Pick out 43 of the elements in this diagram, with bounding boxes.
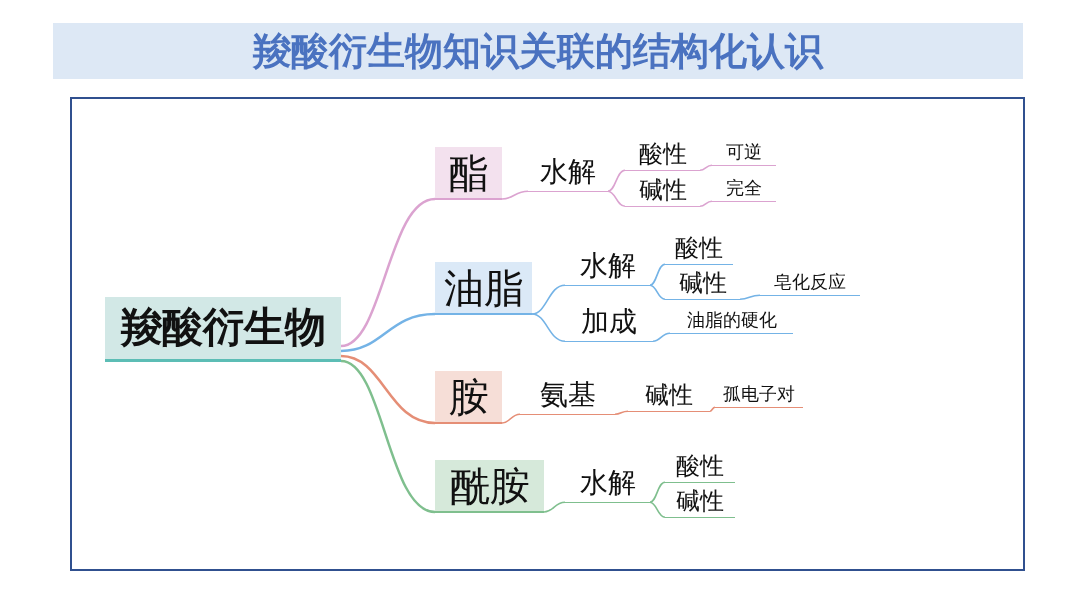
branch-connector bbox=[699, 164, 713, 171]
branch-connector bbox=[340, 312, 436, 353]
branch-label: 水解 bbox=[565, 467, 650, 503]
branch-connector bbox=[543, 501, 566, 513]
branch-label: 碱性 bbox=[665, 267, 740, 300]
branch-connector bbox=[340, 354, 436, 425]
branch-connector bbox=[340, 197, 436, 348]
branch-connector bbox=[649, 263, 666, 286]
branch-label: 酸性 bbox=[665, 232, 733, 265]
title-banner: 羧酸衍生物知识关联的结构化认识 bbox=[53, 23, 1023, 79]
branch-connector bbox=[649, 481, 666, 503]
branch-label: 酸性 bbox=[665, 450, 735, 483]
topic-box: 胺 bbox=[435, 371, 502, 424]
topic-box: 油脂 bbox=[435, 262, 532, 315]
branch-connector bbox=[699, 200, 713, 207]
branch-connector bbox=[340, 359, 436, 514]
branch-label: 水解 bbox=[565, 250, 650, 286]
branch-label: 皂化反应 bbox=[760, 272, 860, 296]
branch-connector bbox=[501, 413, 521, 424]
branch-connector bbox=[607, 169, 626, 192]
branch-connector bbox=[649, 501, 666, 518]
branch-connector bbox=[607, 190, 626, 207]
branch-label: 碱性 bbox=[625, 174, 700, 207]
branch-connector bbox=[709, 406, 716, 412]
branch-connector bbox=[531, 313, 566, 342]
branch-label: 油脂的硬化 bbox=[670, 310, 793, 334]
branch-connector bbox=[652, 332, 671, 342]
branch-connector bbox=[739, 294, 761, 300]
central-topic-box: 羧酸衍生物 bbox=[105, 297, 341, 362]
branch-label: 碱性 bbox=[665, 485, 735, 518]
branch-connector bbox=[501, 190, 529, 200]
branch-label: 可逆 bbox=[712, 142, 776, 166]
branch-connector bbox=[614, 410, 629, 415]
branch-label: 加成 bbox=[565, 306, 653, 342]
topic-box: 酰胺 bbox=[435, 460, 544, 513]
branch-label: 水解 bbox=[528, 156, 608, 192]
branch-label: 碱性 bbox=[628, 379, 710, 412]
branch-connector bbox=[649, 284, 666, 300]
branch-label: 酸性 bbox=[625, 138, 700, 171]
branch-label: 完全 bbox=[712, 178, 776, 202]
branch-label: 孤电子对 bbox=[715, 384, 803, 408]
branch-label: 氨基 bbox=[520, 379, 615, 415]
topic-box: 酯 bbox=[435, 147, 502, 200]
